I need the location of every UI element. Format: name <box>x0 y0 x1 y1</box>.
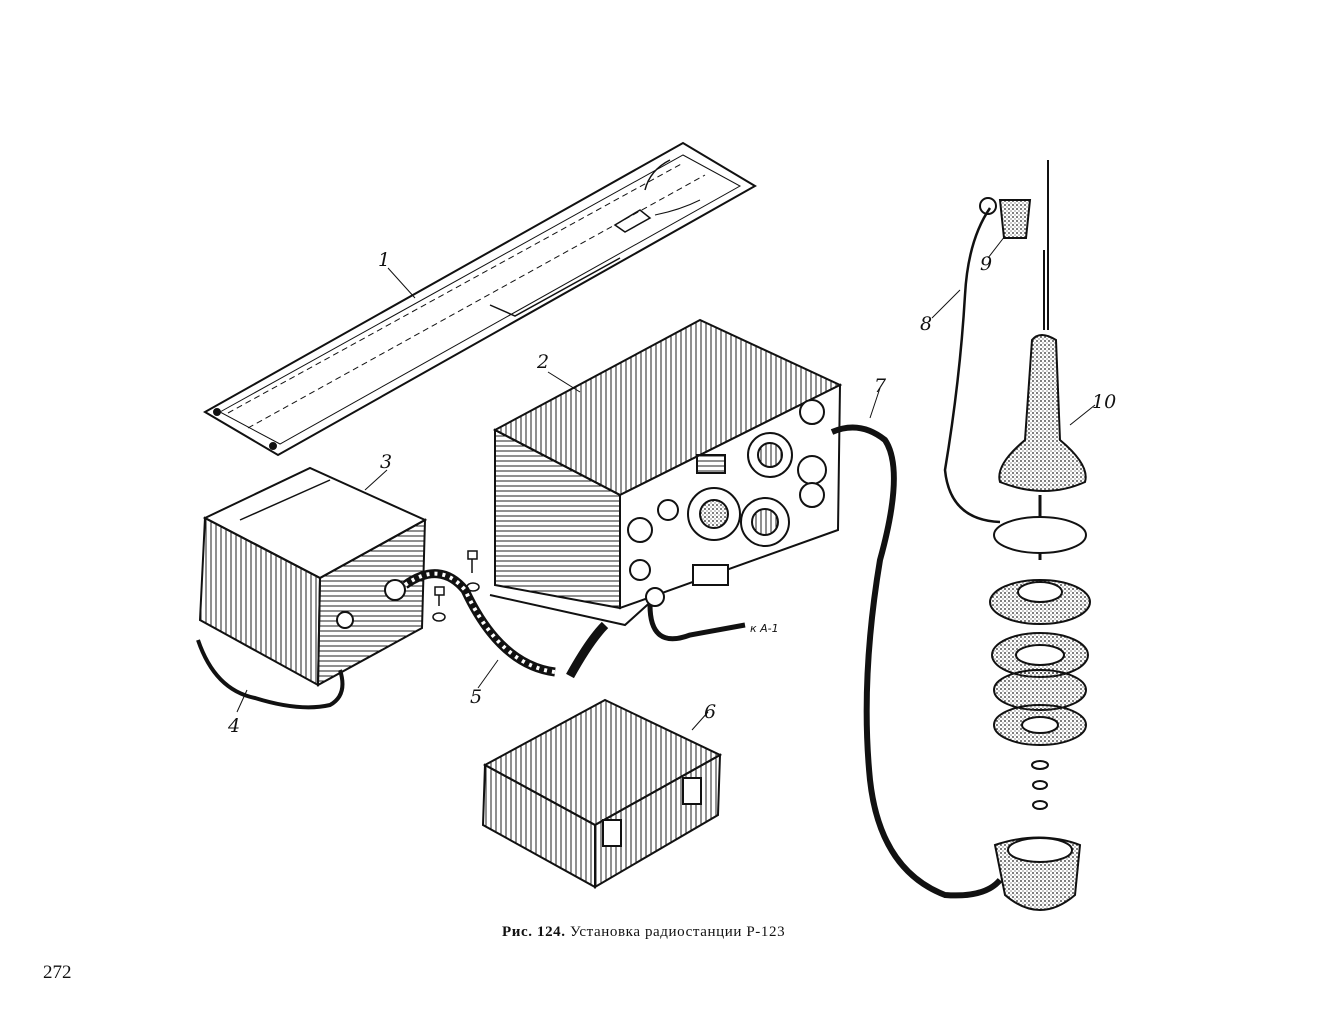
callout-labels: 1 2 3 4 5 6 7 8 9 10 к А-1 <box>227 249 1116 737</box>
antenna-assembly <box>989 160 1091 911</box>
cable-to-a1 <box>647 604 746 642</box>
cable-7 <box>830 424 1003 899</box>
callout-3: 3 <box>380 451 392 473</box>
leader-lines <box>236 235 1096 731</box>
callout-6: 6 <box>704 701 716 723</box>
callout-1: 1 <box>378 249 390 271</box>
callout-7: 7 <box>874 375 887 397</box>
caption-prefix: Рис. <box>502 924 533 940</box>
callout-9: 9 <box>980 253 992 275</box>
callout-8: 8 <box>920 313 932 335</box>
radio-transceiver <box>489 318 843 627</box>
power-supply-unit <box>198 466 428 687</box>
figure-caption: Рис. 124. Установка радиостанции Р-123 <box>502 924 785 941</box>
callout-4: 4 <box>227 715 240 737</box>
antenna-cap <box>943 197 1032 524</box>
callout-10: 10 <box>1092 391 1116 413</box>
caption-number: 124. <box>536 924 566 940</box>
callout-5: 5 <box>470 686 482 708</box>
cable-4 <box>196 639 345 710</box>
cover-case <box>202 141 757 457</box>
mounting-hardware <box>432 550 480 622</box>
connector-label: к А-1 <box>750 622 779 635</box>
callout-2: 2 <box>536 351 549 373</box>
accessory-box <box>481 698 723 889</box>
page-number: 272 <box>43 962 72 983</box>
caption-text: Установка радиостанции Р-123 <box>570 924 786 940</box>
cable-5-end <box>566 621 609 679</box>
